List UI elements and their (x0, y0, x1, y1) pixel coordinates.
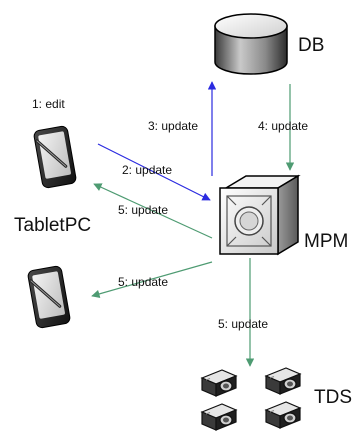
mpm-label: MPM (304, 231, 349, 252)
tablet-pc-icon (25, 263, 73, 331)
database-cylinder-icon (214, 13, 288, 75)
arrow-mpm-to-tablet (93, 183, 213, 239)
projector-icon (265, 401, 301, 429)
edge-label-mpm-to-tds: 5: update (218, 317, 269, 331)
edge-label-mpm-to-tablet2: 5: update (118, 275, 169, 289)
edge-label-tablet-to-mpm: 2: update (122, 163, 173, 177)
tablet-pc-icon (31, 123, 79, 191)
db-label: DB (298, 35, 325, 56)
edge-label-mpm-to-db: 3: update (148, 119, 199, 133)
edge-label-mpm-to-tablet: 5: update (118, 203, 169, 217)
projector-icon (201, 369, 237, 397)
tablet-label: TabletPC (14, 215, 92, 236)
edge-label-db-to-mpm: 4: update (258, 119, 309, 133)
server-cube-icon (219, 174, 301, 256)
tds-label: TDS (314, 387, 352, 408)
arrow-mpm-to-tablet2 (91, 261, 213, 298)
arrow-tablet-to-mpm (97, 143, 211, 201)
projector-icon (201, 403, 237, 431)
projector-icon (265, 367, 301, 395)
edge-label-edit: 1: edit (32, 97, 65, 111)
